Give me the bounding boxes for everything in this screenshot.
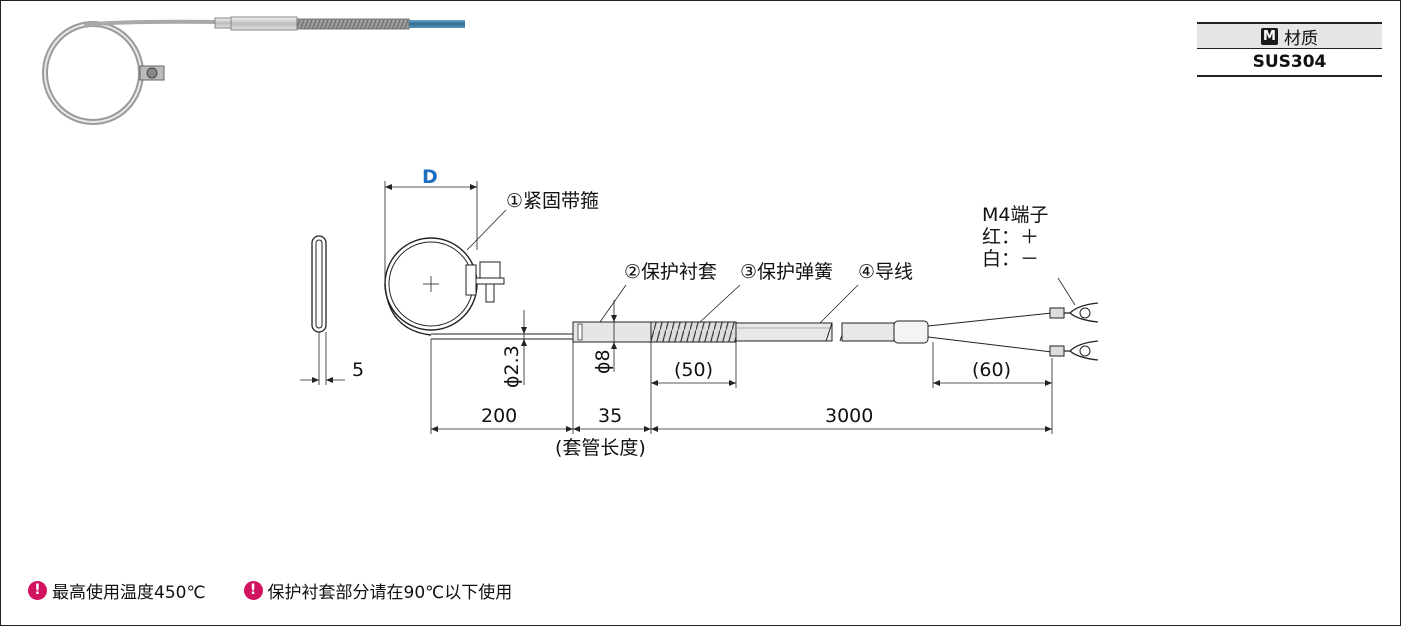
material-header-label: 材质	[1284, 28, 1318, 49]
label-part1: ①紧固带箍	[506, 190, 599, 212]
dim-width-5: 5	[352, 359, 364, 381]
dim-35: 35	[598, 405, 622, 427]
dim-lead-split: (60)	[932, 342, 1052, 388]
label-terminal-red: 红：＋	[982, 226, 1039, 248]
dim-overall: 200 35 3000 (套管长度)	[430, 339, 1053, 459]
material-table: M 材质 SUS304	[1197, 22, 1382, 77]
note-text: 最高使用温度450℃	[52, 583, 206, 603]
notes: ! 最高使用温度450℃ ! 保护衬套部分请在90℃以下使用	[28, 578, 550, 603]
dim-60: (60)	[972, 359, 1011, 381]
material-header: M 材质	[1197, 22, 1382, 49]
dim-d: D	[384, 166, 478, 284]
dim-200: 200	[481, 405, 517, 427]
warning-icon: !	[243, 581, 263, 600]
product-photo	[42, 16, 465, 125]
label-part4: ④导线	[858, 261, 913, 283]
dim-50: (50)	[674, 359, 713, 381]
note-max-temp: ! 最高使用温度450℃	[28, 578, 206, 603]
label-part3: ③保护弹簧	[740, 261, 833, 283]
band-side-view: 5	[300, 235, 364, 385]
label-part2: ②保护衬套	[624, 261, 717, 283]
probe-wire	[431, 302, 1099, 361]
material-m-badge: M	[1261, 27, 1278, 45]
label-terminal-white: 白：－	[982, 248, 1039, 270]
leader-lines	[466, 209, 1076, 324]
label-d: D	[422, 166, 438, 188]
dim-phi-2-3: ϕ2.3	[501, 345, 523, 388]
dim-3000: 3000	[825, 405, 873, 427]
label-terminal-title: M4端子	[982, 204, 1048, 226]
warning-icon: !	[28, 581, 47, 600]
material-value: SUS304	[1197, 49, 1382, 77]
note-sleeve-temp: ! 保护衬套部分请在90℃以下使用	[243, 578, 513, 603]
dim-sleeve-note: (套管长度)	[555, 437, 646, 459]
dim-phi-sleeve: ϕ8	[592, 300, 617, 374]
note-text: 保护衬套部分请在90℃以下使用	[267, 583, 513, 603]
dim-spring: (50)	[650, 342, 737, 388]
dim-phi-8: ϕ8	[592, 349, 614, 374]
clamp-band	[384, 237, 505, 336]
dim-phi-wire: ϕ2.3	[501, 310, 527, 388]
